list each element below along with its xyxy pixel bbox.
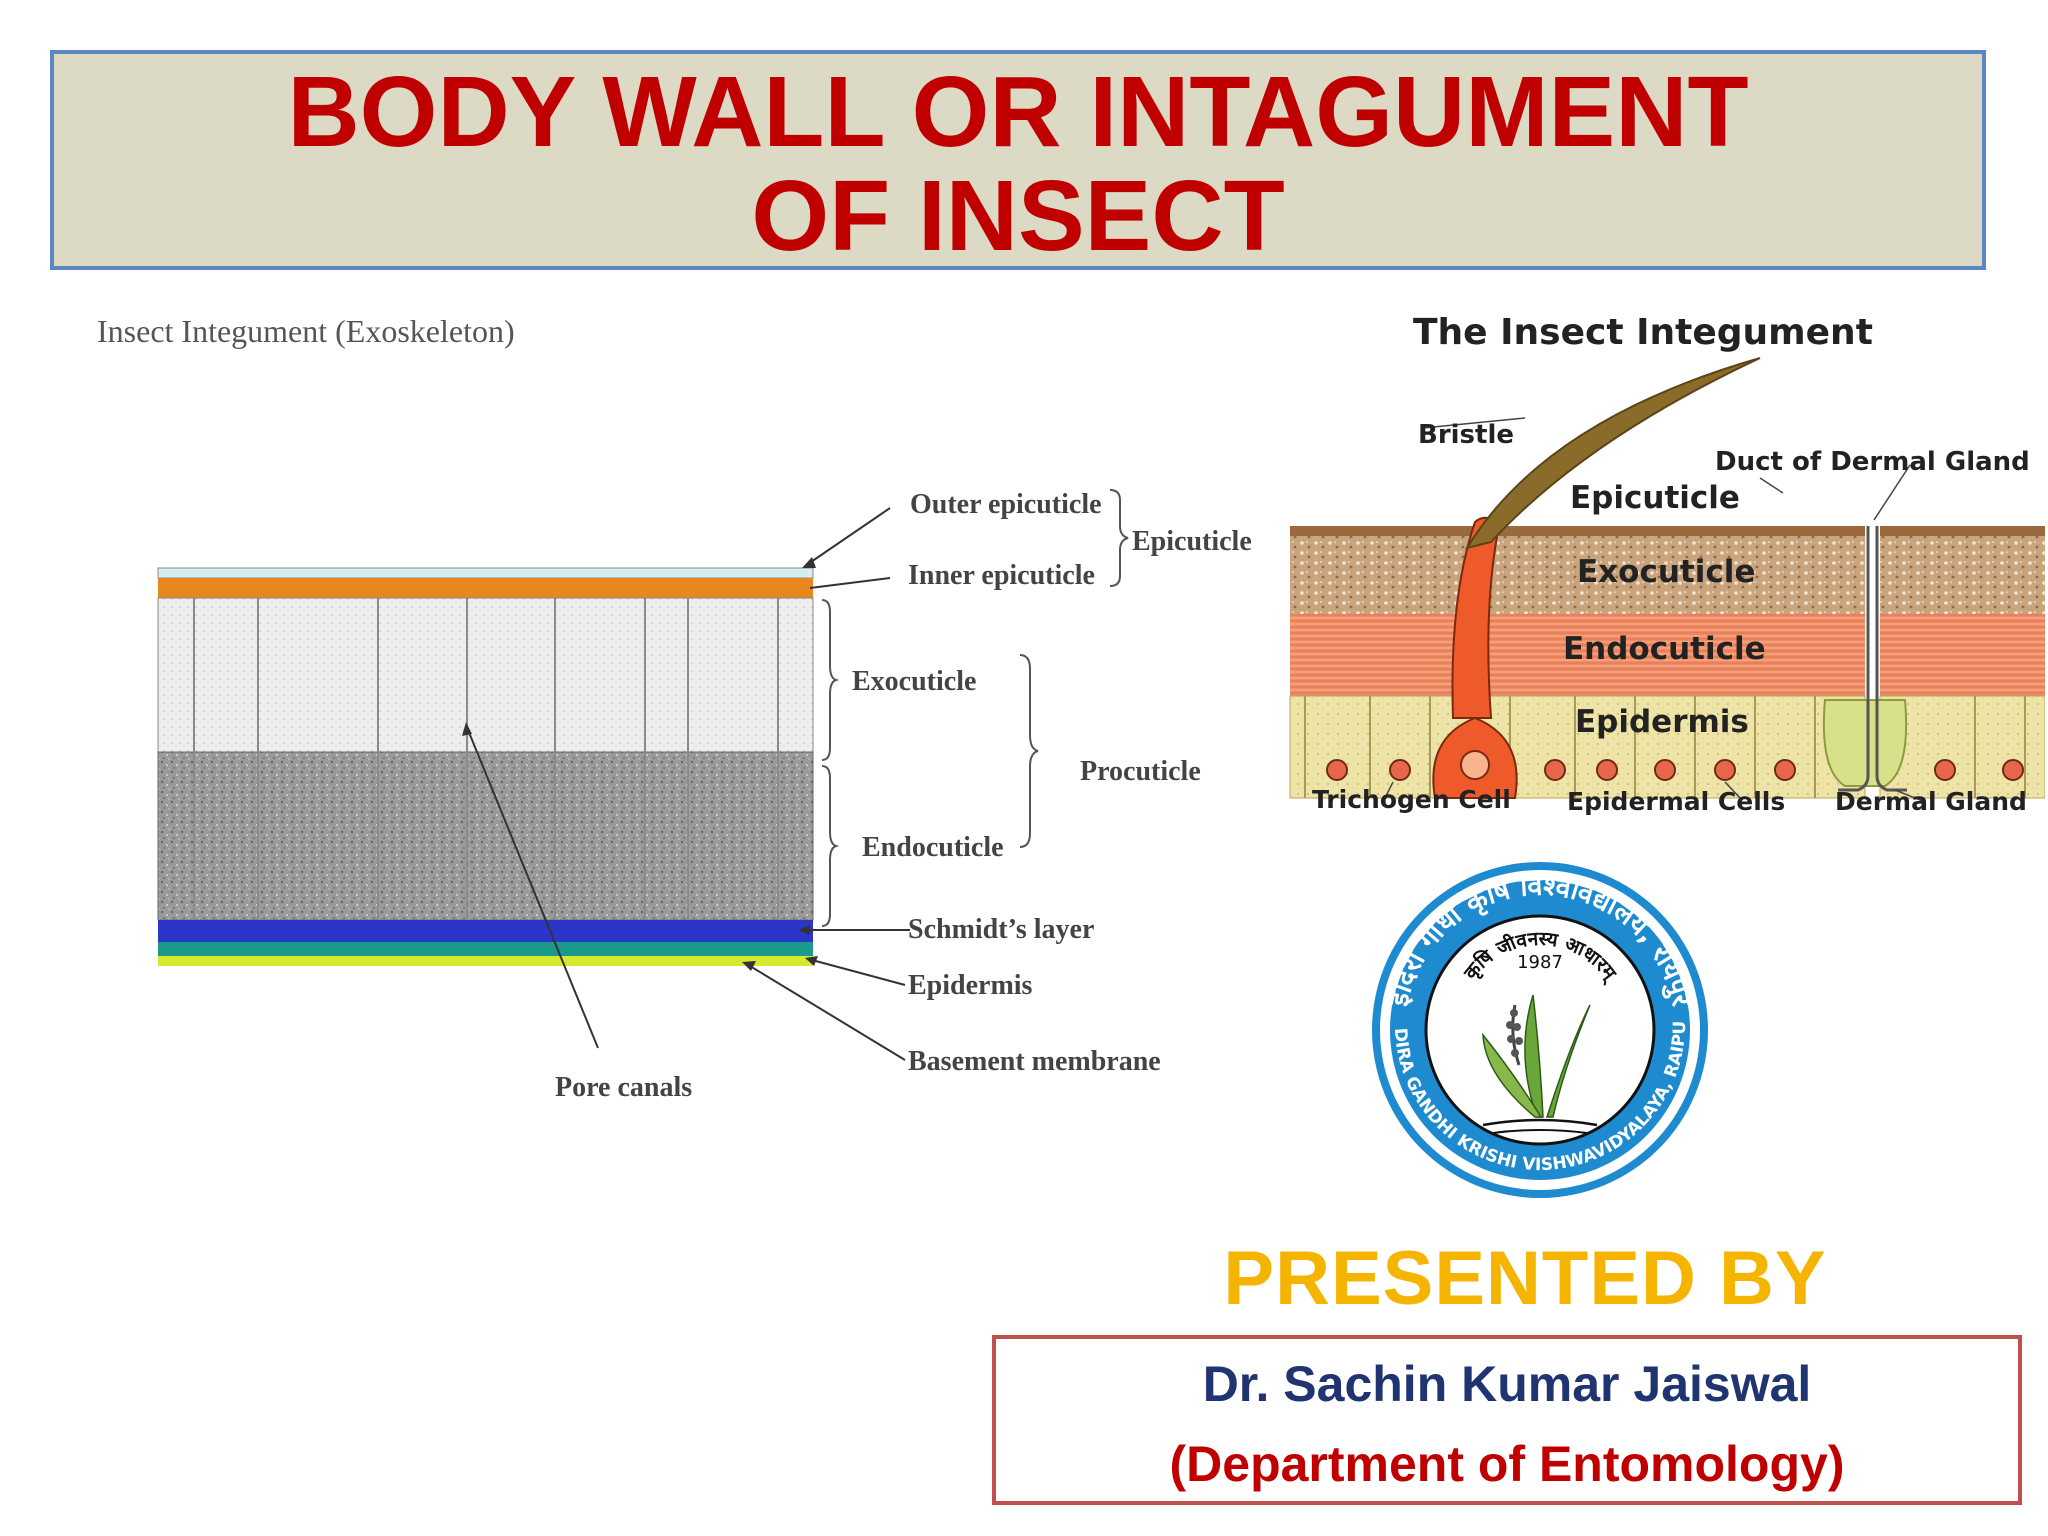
- bristle: [1464, 357, 1761, 550]
- integument-exoskeleton-diagram: Insect Integument (Exoskeleton) Out: [97, 313, 1252, 1103]
- epidermal-cell-nuclei: [1326, 759, 2024, 781]
- right-diagram-title: The Insect Integument: [1413, 312, 1873, 353]
- epicuticle-brace: [1109, 489, 1129, 587]
- exocuticle-brace: [821, 599, 840, 761]
- procuticle-brace: [1019, 654, 1039, 848]
- right-label-dermal-gland: Dermal Gland: [1835, 787, 2027, 816]
- presented-by-heading: PRESENTED BY: [1223, 1236, 1827, 1321]
- exocuticle-layer: [157, 597, 814, 753]
- epidermis-layer: [158, 942, 813, 956]
- right-leader-lines: [1384, 417, 1926, 803]
- insect-integument-diagram: The Insect Integument: [1289, 312, 2045, 816]
- label-exocuticle: Exocuticle: [852, 666, 976, 697]
- cuticle-block-right: [1879, 526, 2045, 799]
- right-label-exocuticle: Exocuticle: [1577, 554, 1755, 590]
- pore-canals: [193, 598, 779, 920]
- label-epidermis: Epidermis: [908, 970, 1033, 1001]
- label-pore-canals: Pore canals: [555, 1072, 692, 1103]
- leader-lines: [467, 507, 910, 1061]
- label-epicuticle: Epicuticle: [1132, 526, 1252, 557]
- right-label-epidermis: Epidermis: [1575, 704, 1749, 740]
- schmidts-layer: [158, 920, 813, 942]
- seal-year: 1987: [1517, 952, 1563, 973]
- leader-arrowheads: [462, 557, 818, 971]
- dermal-gland-duct: [1838, 526, 1907, 792]
- title-banner: BODY WALL OR INTAGUMENT OF INSECT: [50, 50, 1986, 270]
- inner-epicuticle-layer: [158, 578, 813, 598]
- trichogen-nucleus: [1460, 750, 1490, 780]
- plant-emblem-icon: [1482, 994, 1598, 1134]
- outer-epicuticle-layer: [157, 567, 814, 579]
- left-diagram-caption: Insect Integument (Exoskeleton): [97, 313, 515, 349]
- slide-title-line-1: BODY WALL OR INTAGUMENT: [287, 56, 1749, 168]
- label-schmidts-layer: Schmidt’s layer: [908, 914, 1094, 945]
- cuticle-block-left: [1289, 526, 1866, 799]
- label-procuticle: Procuticle: [1080, 756, 1201, 787]
- label-endocuticle: Endocuticle: [862, 832, 1004, 863]
- endocuticle-layer: [157, 751, 814, 921]
- presenter-name: Dr. Sachin Kumar Jaiswal: [1202, 1356, 1812, 1412]
- right-label-trichogen-cell: Trichogen Cell: [1312, 785, 1511, 814]
- university-seal-logo: इंदिरा गाँधी कृषि विश्वविद्यालय, रायपुर …: [1365, 855, 1708, 1198]
- basement-membrane-layer: [158, 956, 813, 966]
- right-label-epidermal-cells: Epidermal Cells: [1567, 787, 1785, 816]
- right-label-bristle: Bristle: [1418, 420, 1514, 450]
- label-basement-membrane: Basement membrane: [908, 1046, 1161, 1077]
- label-outer-epicuticle: Outer epicuticle: [910, 489, 1102, 520]
- right-label-epicuticle: Epicuticle: [1570, 480, 1740, 516]
- dermal-gland: [1822, 699, 1908, 787]
- endocuticle-brace: [821, 765, 840, 927]
- right-label-duct: Duct of Dermal Gland: [1715, 447, 2030, 477]
- right-label-endocuticle: Endocuticle: [1563, 631, 1766, 667]
- presenter-box: Dr. Sachin Kumar Jaiswal (Department of …: [992, 1335, 2022, 1505]
- presenter-department: (Department of Entomology): [1169, 1436, 1845, 1492]
- label-inner-epicuticle: Inner epicuticle: [908, 560, 1095, 591]
- slide-title-line-2: OF INSECT: [751, 160, 1285, 272]
